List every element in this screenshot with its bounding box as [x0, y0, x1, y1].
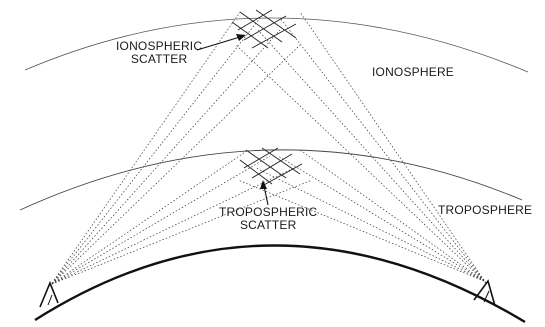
ionospheric-scatter-label-line2: SCATTER: [130, 52, 188, 66]
ionospheric-scatter-label: IONOSPHERIC SCATTER: [116, 40, 202, 66]
ionosphere-label: IONOSPHERE: [372, 66, 454, 79]
right-antenna: [473, 279, 496, 307]
tropospheric-scatter-label-line2: SCATTER: [239, 218, 297, 232]
troposphere-boundary: [19, 149, 523, 211]
ionosphere-boundary: [24, 17, 529, 73]
troposphere-label: TROPOSPHERE: [438, 204, 532, 217]
tropospheric-scatter-arrow: [260, 180, 269, 206]
left-antenna: [39, 280, 59, 308]
ionosphere-label-text: IONOSPHERE: [372, 65, 455, 79]
ionospheric-scatter-arrow: [196, 34, 246, 51]
tropospheric-scatter-label: TROPOSPHERIC SCATTER: [219, 206, 317, 232]
earth-surface: [34, 244, 526, 324]
tropospheric-scatter-region: [239, 147, 303, 187]
troposphere-label-text: TROPOSPHERE: [438, 203, 533, 217]
tropospheric-scatter-label-line1: TROPOSPHERIC: [219, 205, 318, 219]
ionospheric-scatter-region: [231, 9, 297, 49]
ionospheric-scatter-label-line1: IONOSPHERIC: [116, 39, 203, 53]
ionospheric-beams: [49, 11, 487, 287]
tropospheric-beams: [51, 149, 485, 285]
